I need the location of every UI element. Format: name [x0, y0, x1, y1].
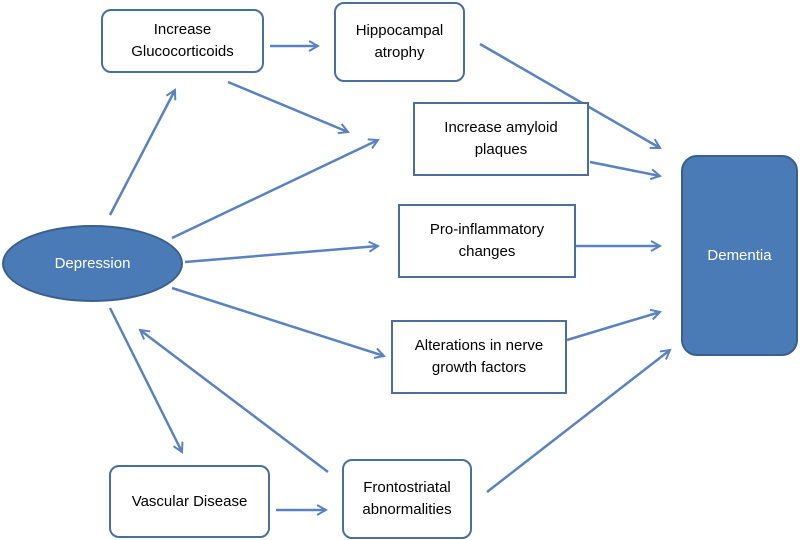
amyloid-plaques-label: Increase amyloid plaques: [444, 119, 558, 158]
arrow-frontostriatal-to-depression: [140, 330, 329, 473]
pro-inflammatory-node: Pro-inflammatory changes: [398, 204, 576, 278]
arrow-depression-to-amyloid: [171, 140, 378, 240]
glucocorticoids-label: Increase Glucocorticoids: [131, 21, 234, 60]
vascular-disease-label: Vascular Disease: [131, 492, 248, 510]
pro-inflammatory-label: Pro-inflammatory changes: [429, 221, 545, 260]
frontostriatal-label: Frontostriatal abnormalities: [362, 479, 452, 518]
arrow-frontostriatal-to-dementia: [486, 350, 670, 493]
depression-label: Depression: [54, 254, 131, 272]
frontostriatal-node: Frontostriatal abnormalities: [342, 459, 472, 539]
glucocorticoids-node: Increase Glucocorticoids: [101, 9, 264, 73]
arrow-depression-to-vascular: [108, 307, 182, 452]
arrow-amyloid-to-dementia: [589, 160, 660, 176]
hippocampal-atrophy-node: Hippocampal atrophy: [334, 2, 465, 82]
arrow-depression-to-inflammatory: [184, 246, 378, 264]
dementia-node: Dementia: [681, 155, 798, 356]
dementia-label: Dementia: [707, 246, 772, 264]
nerve-growth-node: Alterations in nerve growth factors: [391, 320, 567, 394]
hippocampal-atrophy-label: Hippocampal atrophy: [355, 22, 444, 61]
arrow-depression-to-nerve-growth: [171, 286, 384, 356]
arrow-hippocampal-to-dementia: [479, 42, 660, 150]
arrow-nerve-growth-to-dementia: [566, 312, 660, 342]
nerve-growth-label: Alterations in nerve growth factors: [414, 337, 544, 376]
amyloid-plaques-node: Increase amyloid plaques: [413, 102, 589, 176]
depression-node: Depression: [2, 225, 183, 302]
arrow-depression-to-glucocorticoids: [108, 90, 175, 216]
arrow-glucocorticoids-to-amyloid: [227, 80, 348, 132]
vascular-disease-node: Vascular Disease: [109, 465, 270, 538]
